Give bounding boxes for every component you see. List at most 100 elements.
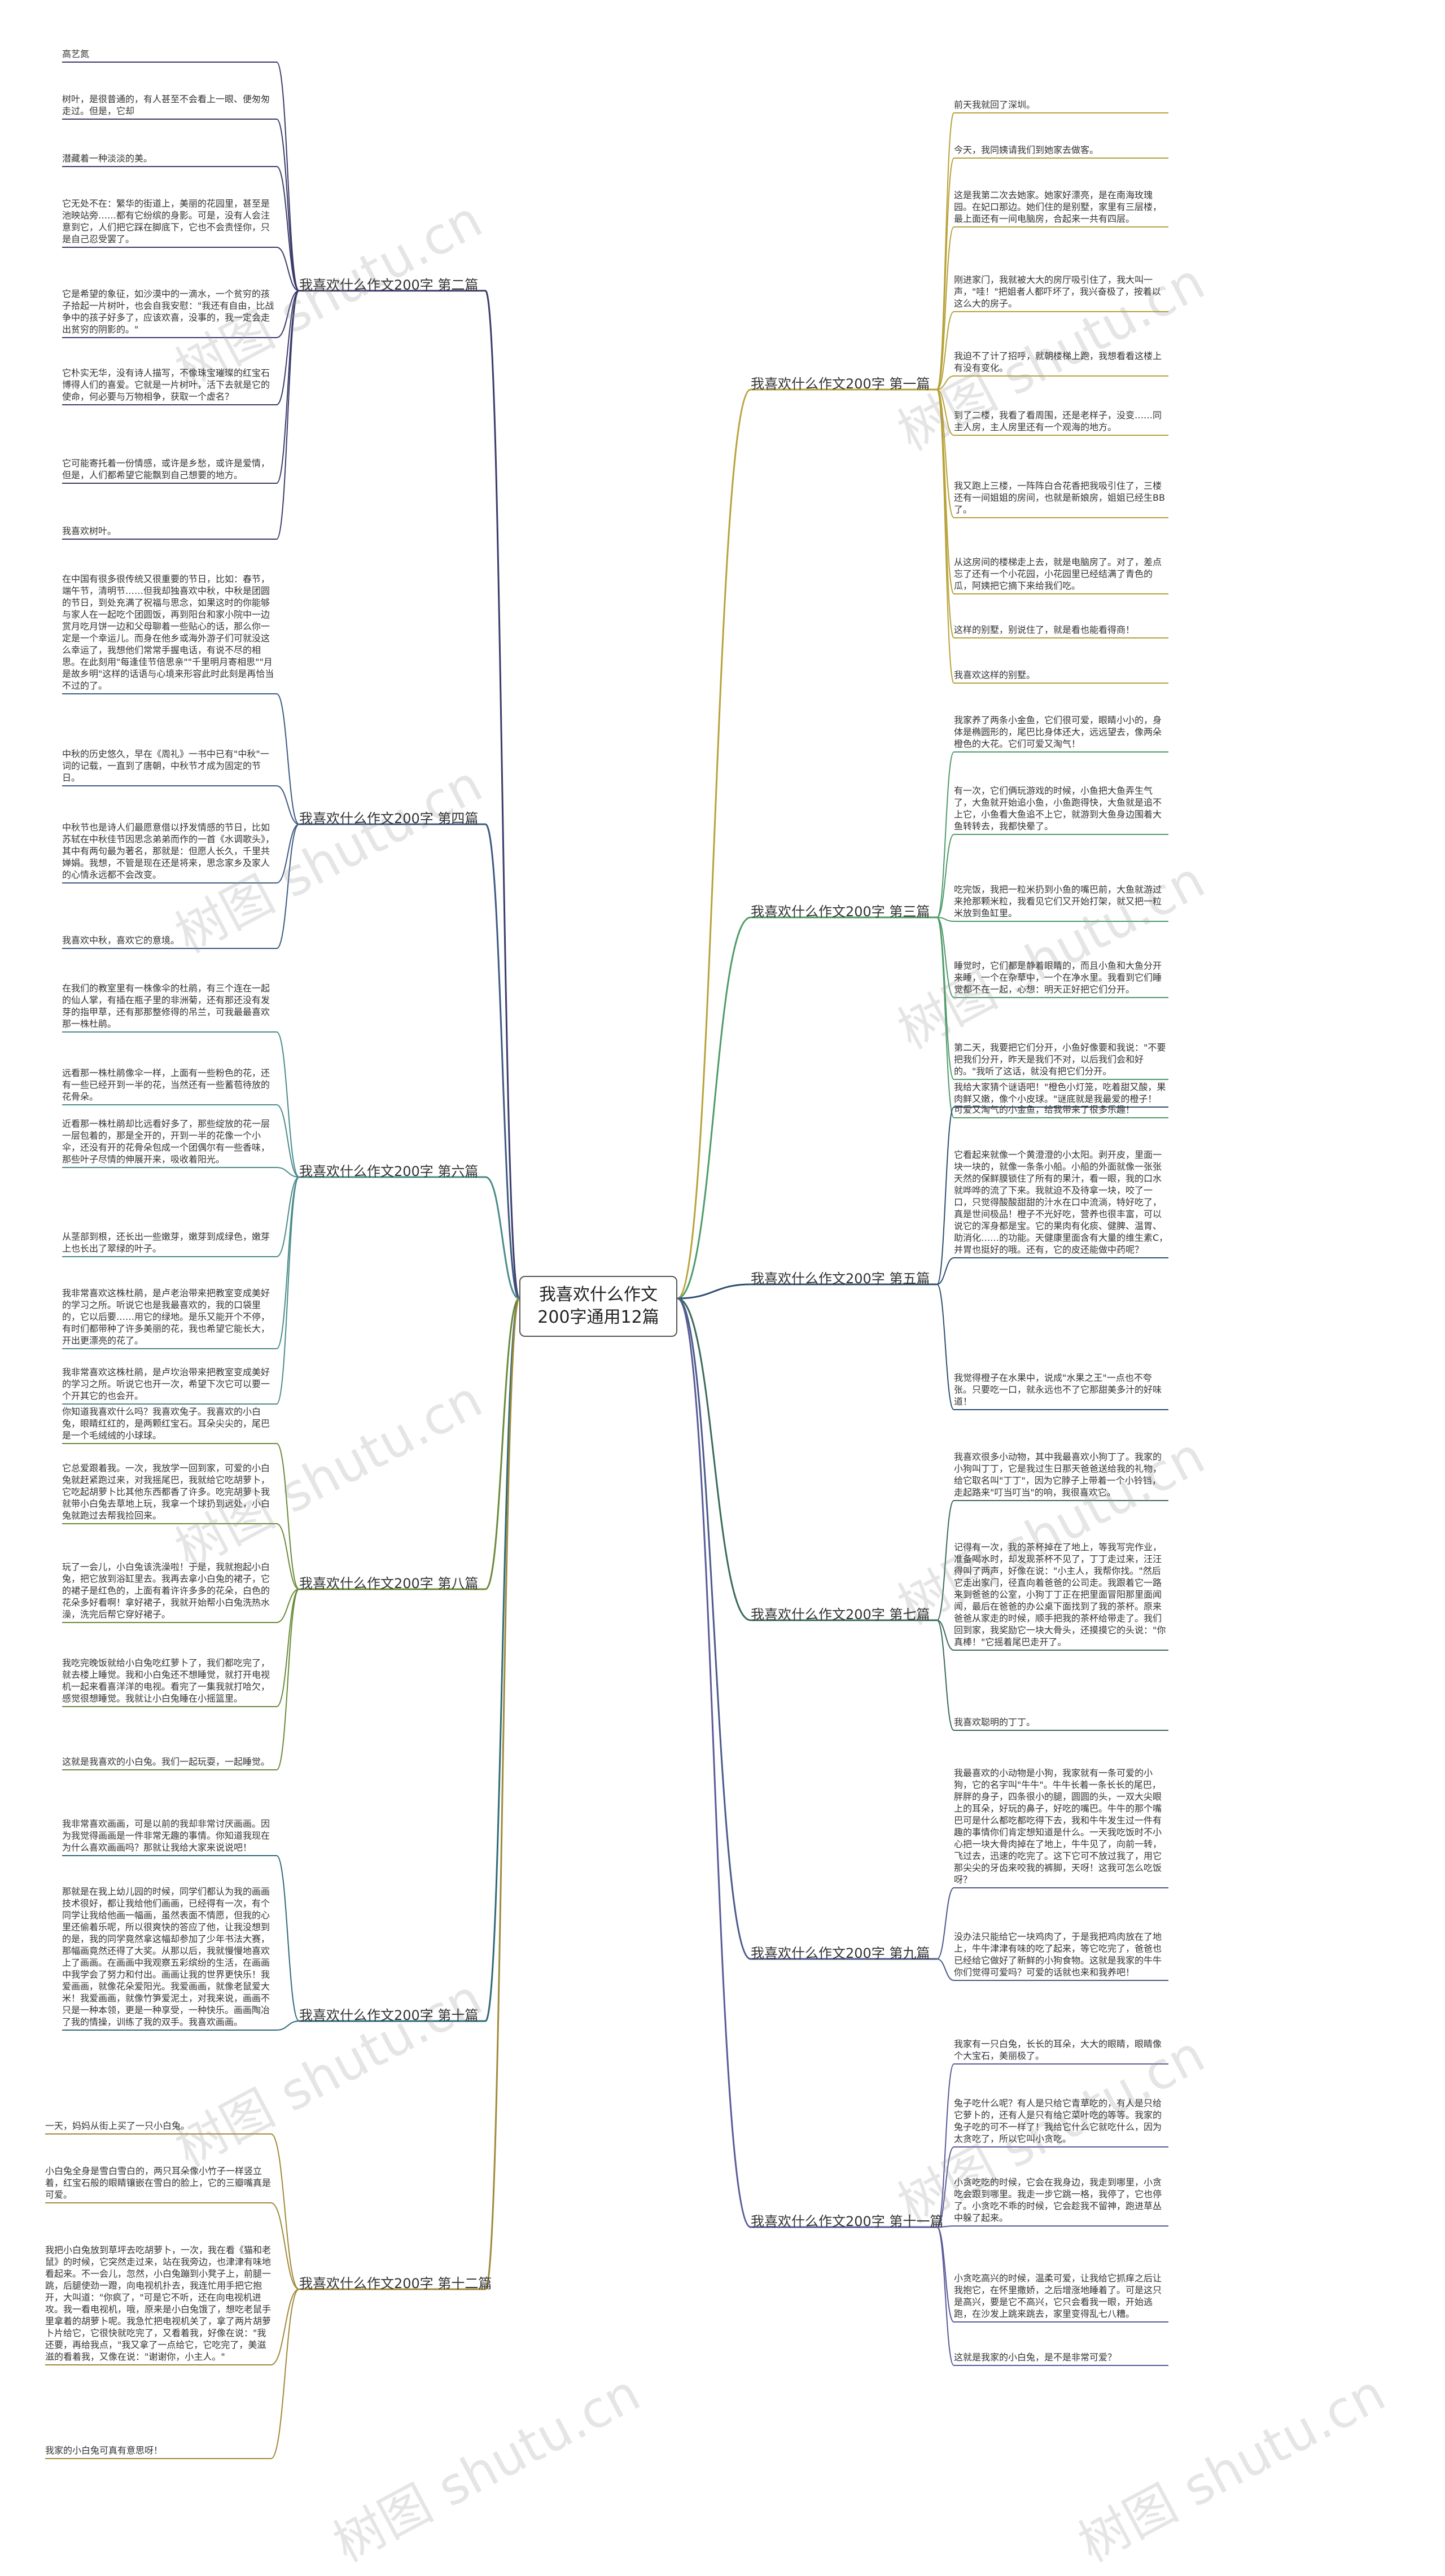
connector-line — [936, 834, 954, 918]
connector-line — [936, 2227, 954, 2323]
branch-topic[interactable]: 我喜欢什么作文200字 第十篇 — [299, 2008, 479, 2023]
branch-topic[interactable]: 我喜欢什么作文200字 第一篇 — [751, 376, 930, 392]
connector-line — [677, 1297, 751, 1621]
leaf-text: 高艺氮 — [62, 49, 90, 59]
leaf-text: 远看那一株杜鹃像伞一样，上面有一些粉色的花，还有一些已经开到一半的花，当然还有一… — [62, 1068, 270, 1102]
leaf-text: 今天，我同姨请我们到她家去做客。 — [954, 145, 1099, 155]
connector-line — [936, 917, 954, 1118]
leaf-text: 小贪吃高兴的时候，温柔可爱，让我给它抓痒之后让我抱它，在怀里撒娇，之后增涨地睡着… — [954, 2273, 1162, 2319]
connector-line — [936, 226, 954, 390]
connector-line — [276, 119, 300, 291]
connector-line — [936, 1284, 954, 1410]
leaf-text: 我喜欢很多小动物，其中我最喜欢小狗丁了。我家的小狗叫丁丁，它是我过生日那天爸爸送… — [954, 1451, 1162, 1498]
leaf-text: 你知道我喜欢什么吗？我喜欢兔子。我喜欢的小白兔，眼睛红红的，是两颗红宝石。耳朵尖… — [62, 1406, 270, 1441]
connector-line — [677, 1297, 751, 2228]
connector-line — [276, 785, 300, 825]
leaf-text: 我最喜欢的小动物是小狗，我家就有一条可爱的小狗，它的名字叫"牛牛"。牛牛长着一条… — [954, 1768, 1162, 1885]
connector-line — [276, 824, 300, 949]
connector-line — [936, 158, 954, 390]
leaf-text: 我非常喜欢这株杜鹃，是卢老治带来把教室变成美好的学习之所。听说它也是我最喜欢的，… — [62, 1288, 270, 1346]
connector-line — [936, 1958, 954, 1981]
connector-line — [936, 2225, 954, 2228]
connector-line — [276, 1167, 300, 1178]
leaf-text: 它无处不在：繁华的街道上，美丽的花园里，甚至是池映站旁……都有它纷缤的身影。可是… — [62, 198, 270, 244]
mind-map: 树图 shutu.cn 树图 shutu.cn 树图 shutu.cn 树图 s… — [45, 49, 1395, 2574]
branch-topic[interactable]: 我喜欢什么作文200字 第七篇 — [751, 1607, 930, 1622]
leaf-text: 第二天，我要把它们分开，小鱼好像要和我说："不要把我们分开，昨天是我们不对，以后… — [954, 1042, 1166, 1077]
connector-line — [936, 1107, 954, 1285]
connector-line — [936, 389, 954, 684]
connector-line — [484, 1297, 520, 2290]
leaf-text: 小贪吃吃的时候，它会在我身边，我走到哪里，小贪吃会跟到哪里。我走一步它跳一格，我… — [954, 2177, 1162, 2223]
branch-topic[interactable]: 我喜欢什么作文200字 第三篇 — [751, 904, 930, 920]
branch-topic[interactable]: 我喜欢什么作文200字 第四篇 — [299, 811, 479, 826]
connector-line — [936, 917, 954, 922]
leaf-text: 它总爱跟着我。一次，我放学一回到家，可爱的小白兔就赶紧跑过来，对我摇尾巴，我就给… — [62, 1463, 270, 1521]
connector-line — [936, 389, 954, 436]
leaf-text: 中秋的历史悠久，早在《周礼》一书中已有"中秋"一词的记载，一直到了唐朝，中秋节才… — [62, 749, 269, 783]
connector-line — [936, 375, 954, 390]
leaf-text: 从茎部到根，还长出一些嫩芽，嫩芽到成绿色，嫩芽上也长出了翠绿的叶子。 — [62, 1231, 270, 1254]
leaf-text: 它可能寄托着一份情感，或许是乡愁，或许是爱情，但是，人们都希望它能飘到自己想要的… — [62, 458, 270, 480]
leaf-text: 这样的别墅，别说住了，就是看也能看得商！ — [954, 624, 1135, 635]
connector-line — [276, 1104, 300, 1178]
branch-topic[interactable]: 我喜欢什么作文200字 第二篇 — [299, 277, 479, 293]
leaf-text: 它是希望的象征，如沙漠中的一滴水，一个贫穷的孩子拾起一片树叶，也会自我安慰："我… — [62, 288, 274, 335]
connector-line — [936, 917, 954, 998]
connector-line — [936, 311, 954, 390]
leaf-text: 那就是在我上幼儿园的时候，同学们都认为我的画画技术很好，都让我给他们画画，已经得… — [62, 1886, 270, 2027]
leaf-text: 玩了一会儿，小白兔该洗澡啦！于是，我就抱起小白兔，把它放到浴缸里去。我再去拿小白… — [62, 1562, 270, 1620]
branch-topic[interactable]: 我喜欢什么作文200字 第六篇 — [299, 1164, 479, 1179]
connector-line — [936, 751, 954, 918]
connector-line — [276, 1855, 300, 2022]
branch-topic[interactable]: 我喜欢什么作文200字 第十一篇 — [751, 2214, 944, 2229]
leaf-text: 我给大家猜个谜语吧！"橙色小灯笼，吃着甜又酸，果肉鲜又嫩，像个小皮球。"谜底就是… — [954, 1082, 1166, 1104]
leaf-text: 吃完饭，我把一粒米扔到小鱼的嘴巴前，大鱼就游过来抢那颗米粒，我看见它们又开始打架… — [954, 884, 1162, 919]
connector-line — [276, 166, 300, 291]
leaf-text: 前天我就回了深圳。 — [954, 99, 1036, 110]
connector-line — [270, 2289, 300, 2459]
leaf-text: 兔子吃什么呢？有人是只给它青草吃的，有人是只给它萝卜的，还有人是只有给它菜叶吃的… — [954, 2098, 1162, 2144]
connector-line — [276, 693, 300, 825]
connector-layer — [45, 62, 1168, 2459]
leaf-text: 在我们的教室里有一株像伞的杜鹃，有三个连在一起的仙人掌，有插在瓶子里的非洲菊，还… — [62, 983, 270, 1029]
connector-line — [677, 1283, 751, 1300]
leaf-text: 在中国有很多很传统又很重要的节日，比如：春节，端午节，清明节……但我却独喜欢中秋… — [62, 574, 274, 691]
leaf-text: 我迫不了计了招呼，就朝楼梯上跑，我想看看这楼上有没有变化。 — [954, 351, 1162, 373]
leaf-text: 我喜欢树叶。 — [62, 526, 117, 536]
connector-line — [276, 1177, 300, 1349]
leaf-text: 记得有一次，我的茶杯掉在了地上，等我写完作业，准备喝水时，却发现茶杯不见了，丁丁… — [954, 1542, 1166, 1647]
connector-line — [276, 1443, 300, 1590]
root-topic[interactable]: 我喜欢什么作文200字通用12篇 — [519, 1276, 677, 1337]
connector-line — [276, 1031, 300, 1178]
leaf-text: 我家养了两条小金鱼，它们很可爱，眼睛小小的，身体是椭圆形的，尾巴比身体还大，远远… — [954, 715, 1162, 749]
leaf-text: 一天，妈妈从街上买了一只小白兔。 — [45, 2120, 190, 2131]
leaf-text: 我非常喜欢这株杜鹃，是卢坎治带来把教室变成美好的学习之所。听说它也开一次，希望下… — [62, 1367, 270, 1401]
connector-line — [936, 2227, 954, 2366]
connector-line — [276, 824, 300, 884]
leaf-text: 从这房间的楼梯走上去，就是电脑房了。对了，差点忘了还有一个小花园，小花园里已经结… — [954, 557, 1162, 591]
leaf-text: 我非常喜欢画画，可是以前的我却非常讨厌画画。因为我觉得画画是一件非常无趣的事情。… — [62, 1818, 270, 1853]
leaf-text: 到了二楼，我看了看周围，还是老样子，没变……同主人房，主人房里还有一个观海的地方… — [954, 410, 1162, 432]
branch-topic[interactable]: 我喜欢什么作文200字 第八篇 — [299, 1576, 479, 1591]
connector-line — [276, 62, 300, 291]
leaf-text: 我吃完晚饭就给小白兔吃红萝卜了，我们都吃完了，就去楼上睡觉。我和小白兔还不想睡觉… — [62, 1657, 270, 1704]
branch-topic[interactable]: 我喜欢什么作文200字 第五篇 — [751, 1271, 930, 1287]
connector-line — [677, 916, 751, 1300]
leaf-text: 我喜欢聪明的丁丁。 — [954, 1717, 1036, 1727]
branch-topic[interactable]: 我喜欢什么作文200字 第十二篇 — [299, 2276, 492, 2291]
connector-line — [936, 389, 954, 518]
leaf-text: 我家有一只白兔，长长的耳朵，大大的眼睛，眼睛像个大宝石，美丽极了。 — [954, 2039, 1162, 2061]
connector-line — [485, 1176, 520, 1300]
leaf-text: 可爱又淘气的小金鱼，给我带来了很多乐趣！ — [954, 1104, 1135, 1115]
connector-line — [936, 1887, 954, 1960]
connector-line — [677, 1297, 751, 1960]
leaf-text: 中秋节也是诗人们最愿意借以抒发情感的节日，比如苏轼在中秋佳节因思念弟弟而作的一首… — [62, 822, 275, 880]
connector-line — [270, 2133, 300, 2290]
leaf-text: 近看那一株杜鹃却比远看好多了，那些绽放的花一层一层包着的，那是全开的，开到一半的… — [62, 1118, 270, 1165]
leaf-text: 它朴实无华，没有诗人描写，不像珠宝璀璨的红宝石博得人们的喜爱。它就是一片树叶，活… — [62, 368, 270, 402]
connector-line — [276, 1589, 300, 1707]
connector-line — [276, 1177, 300, 1405]
branch-topic[interactable]: 我喜欢什么作文200字 第九篇 — [751, 1945, 930, 1961]
leaf-text: 没办法只能给它一块鸡肉了，于是我把鸡肉放在了地上，牛牛津津有味的吃了起来，等它吃… — [954, 1931, 1162, 1978]
